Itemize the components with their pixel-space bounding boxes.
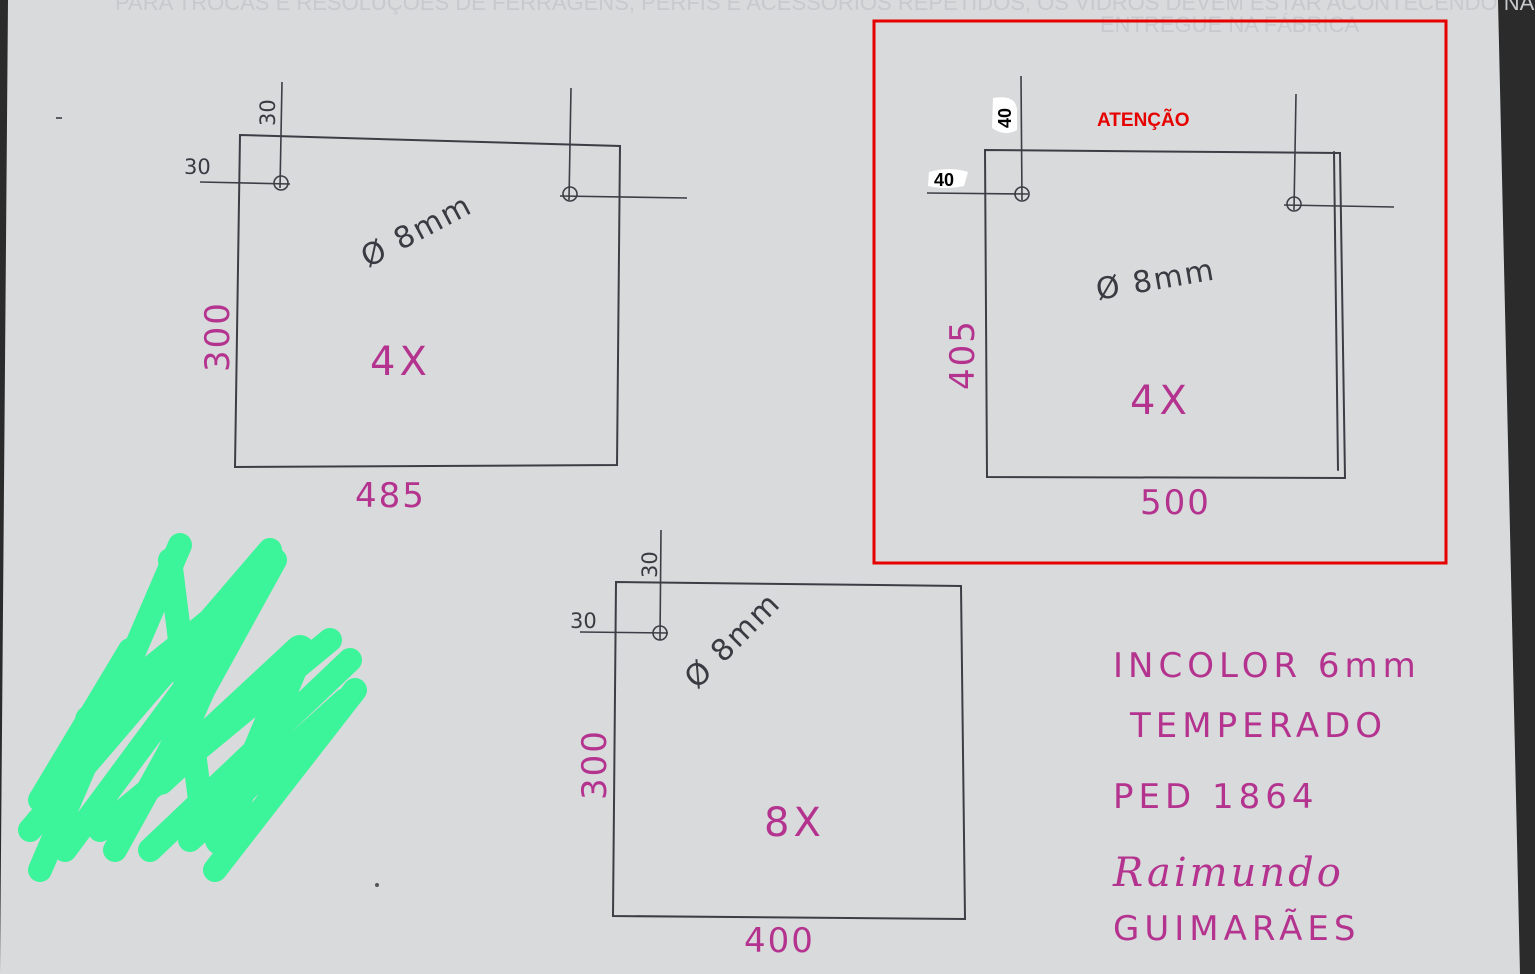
panel-3-vertical-guide [659,529,662,641]
pencil-dot [375,883,379,887]
panel-3-outline [611,580,967,921]
note-order-number: PED 1864 [1113,777,1319,817]
note-client-first-name: Raimundo [1112,850,1344,896]
panel-3-width: 400 [744,921,815,961]
panel-2-height: 405 [943,319,983,390]
panel-3-quantity: 8X [764,800,825,846]
panel-1-vertical-guide-right [568,87,572,201]
panel-2-quantity: 4X [1130,378,1191,424]
panel-1-height: 300 [198,301,238,372]
panel-2-offset-left: 40 [934,170,954,190]
panel-2-offset-top: 40 [995,108,1015,128]
panel-3-hole [652,625,668,641]
panel-2-horizontal-guide-right [1283,204,1395,208]
panel-1-width: 485 [355,476,426,516]
panel-1-hole-left [273,175,289,191]
panel-2-horizontal-guide [926,192,1029,195]
correction-patch-left [928,169,968,188]
panel-1-quantity: 4X [370,339,431,385]
panel-1-horizontal-guide-right [559,195,688,199]
panel-1-horizontal-guide [199,181,291,185]
panel-2-hole-left [1014,186,1030,202]
panel-3-offset-left: 30 [570,609,597,633]
attention-highlight-box [872,19,1448,565]
panel-2-inner-edge [1333,151,1339,471]
panel-1-offset-left: 30 [184,155,211,179]
correction-patch-top [992,97,1017,134]
panel-2-vertical-guide-right [1293,93,1297,211]
panel-2-width: 500 [1140,483,1211,523]
panel-1-hole-right [562,186,578,202]
redaction-scribble [18,533,367,882]
header-text-line2: ENTREGUE NA FÁBRICA [1100,12,1359,37]
panel-1-offset-top: 30 [256,99,280,126]
panel-3-height: 300 [575,729,615,800]
attention-label: ATENÇÃO [1097,109,1190,131]
panel-3-offset-top: 30 [638,551,662,578]
panel-2-vertical-guide [1020,75,1023,201]
panel-2-hole-right [1286,196,1302,212]
panel-1-outline [233,133,622,469]
panel-2-outline [983,148,1347,480]
panel-1-vertical-guide [279,81,283,189]
note-treatment: TEMPERADO [1129,706,1387,746]
note-glass-type: INCOLOR 6mm [1113,646,1421,686]
order-notes: INCOLOR 6mm TEMPERADO PED 1864 Raimundo … [1112,646,1421,949]
header-text-line1: PARA TROCAS E RESOLUÇÕES DE FERRAGENS, P… [115,0,1535,15]
note-client-last-name: GUIMARÃES [1113,909,1360,949]
